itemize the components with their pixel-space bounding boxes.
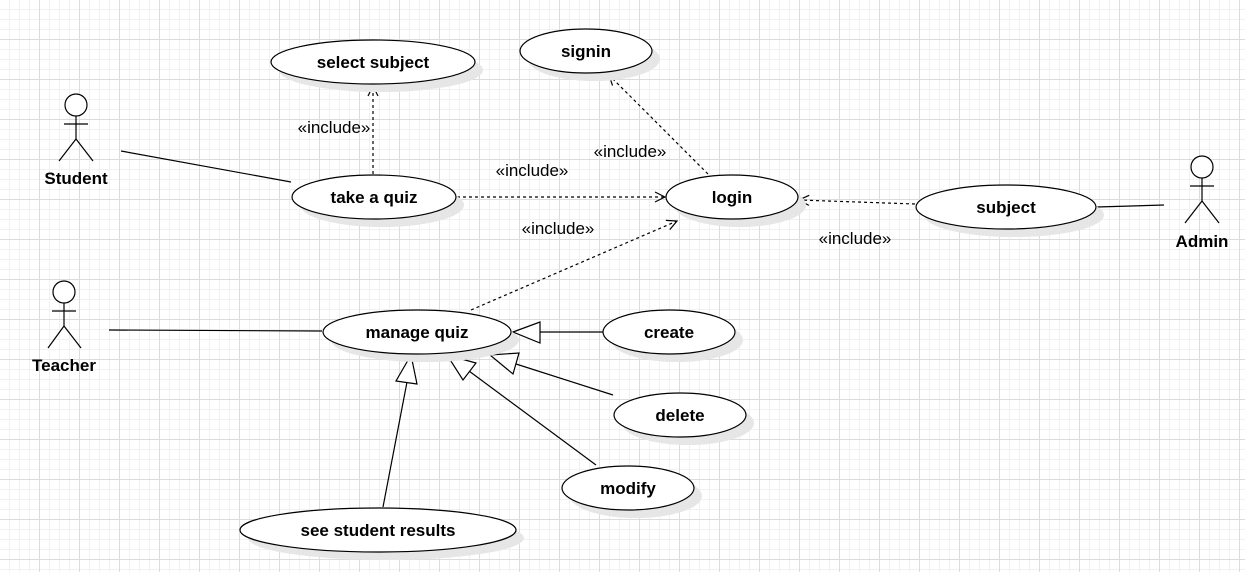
use-case-ellipse xyxy=(322,309,512,355)
subject-includes-login xyxy=(799,200,916,204)
manage-quiz-includes-login xyxy=(470,221,677,311)
student-take-quiz-association xyxy=(120,150,292,183)
use-case-create[interactable]: create xyxy=(602,309,743,362)
use-case-signin[interactable]: signin xyxy=(519,28,660,81)
use-case-delete[interactable]: delete xyxy=(613,392,754,445)
use-case-ellipse xyxy=(270,39,476,85)
use-case-label: signin xyxy=(561,42,611,61)
use-case-ellipse xyxy=(602,309,736,355)
see-results-generalization-head xyxy=(395,353,418,385)
actor-teacher[interactable]: Teacher xyxy=(32,280,96,375)
use-case-select-subject[interactable]: select subject xyxy=(270,39,483,92)
use-case-ellipse xyxy=(915,184,1097,230)
use-case-subject[interactable]: subject xyxy=(915,184,1104,237)
actor-label: Admin xyxy=(1176,232,1229,251)
use-case-manage-quiz[interactable]: manage quiz xyxy=(322,309,519,362)
use-case-ellipse xyxy=(613,392,747,438)
use-case-modify[interactable]: modify xyxy=(561,465,702,518)
delete-generalization-line xyxy=(515,363,614,396)
see-results-generalization-line xyxy=(382,381,408,508)
use-case-ellipse xyxy=(291,174,457,220)
delete-generalization-head xyxy=(488,352,520,376)
use-case-login[interactable]: login xyxy=(665,174,806,227)
include-label-manage-login: «include» xyxy=(522,219,595,238)
actor-admin[interactable]: Admin xyxy=(1176,155,1229,251)
include-label-take-select: «include» xyxy=(298,118,371,137)
use-case-label: select subject xyxy=(317,53,430,72)
include-label-login-signin: «include» xyxy=(594,142,667,161)
use-case-label: see student results xyxy=(301,521,456,540)
actor-student[interactable]: Student xyxy=(44,93,108,188)
use-case-label: login xyxy=(712,188,753,207)
use-case-ellipse xyxy=(519,28,653,74)
actor-label: Student xyxy=(44,169,108,188)
use-case-label: delete xyxy=(655,406,704,425)
include-label-subject-login: «include» xyxy=(819,229,892,248)
use-case-ellipse xyxy=(561,465,695,511)
actor-label: Teacher xyxy=(32,356,96,375)
use-case-see-student-results[interactable]: see student results xyxy=(239,507,524,560)
use-case-take-quiz[interactable]: take a quiz xyxy=(291,174,464,227)
include-dependencies xyxy=(373,75,916,311)
include-label-take-login: «include» xyxy=(496,161,569,180)
generalization-arrows xyxy=(382,321,614,508)
stick-figure-icon xyxy=(58,93,94,162)
association-lines xyxy=(108,150,1165,332)
admin-subject-association xyxy=(1096,204,1165,208)
use-case-label: create xyxy=(644,323,694,342)
teacher-manage-quiz-association xyxy=(108,329,323,332)
use-case-label: take a quiz xyxy=(331,188,418,207)
use-case-label: manage quiz xyxy=(366,323,469,342)
include-labels: «include» «include» «include» «include» … xyxy=(298,118,892,248)
use-case-label: subject xyxy=(976,198,1036,217)
use-case-ellipse xyxy=(665,174,799,220)
use-case-ellipse xyxy=(239,507,517,553)
create-generalization-head xyxy=(511,321,541,344)
login-includes-signin xyxy=(609,75,709,175)
modify-generalization-line xyxy=(468,370,597,466)
use-case-label: modify xyxy=(600,479,656,498)
stick-figure-icon xyxy=(1184,155,1220,224)
stick-figure-icon xyxy=(47,280,82,349)
